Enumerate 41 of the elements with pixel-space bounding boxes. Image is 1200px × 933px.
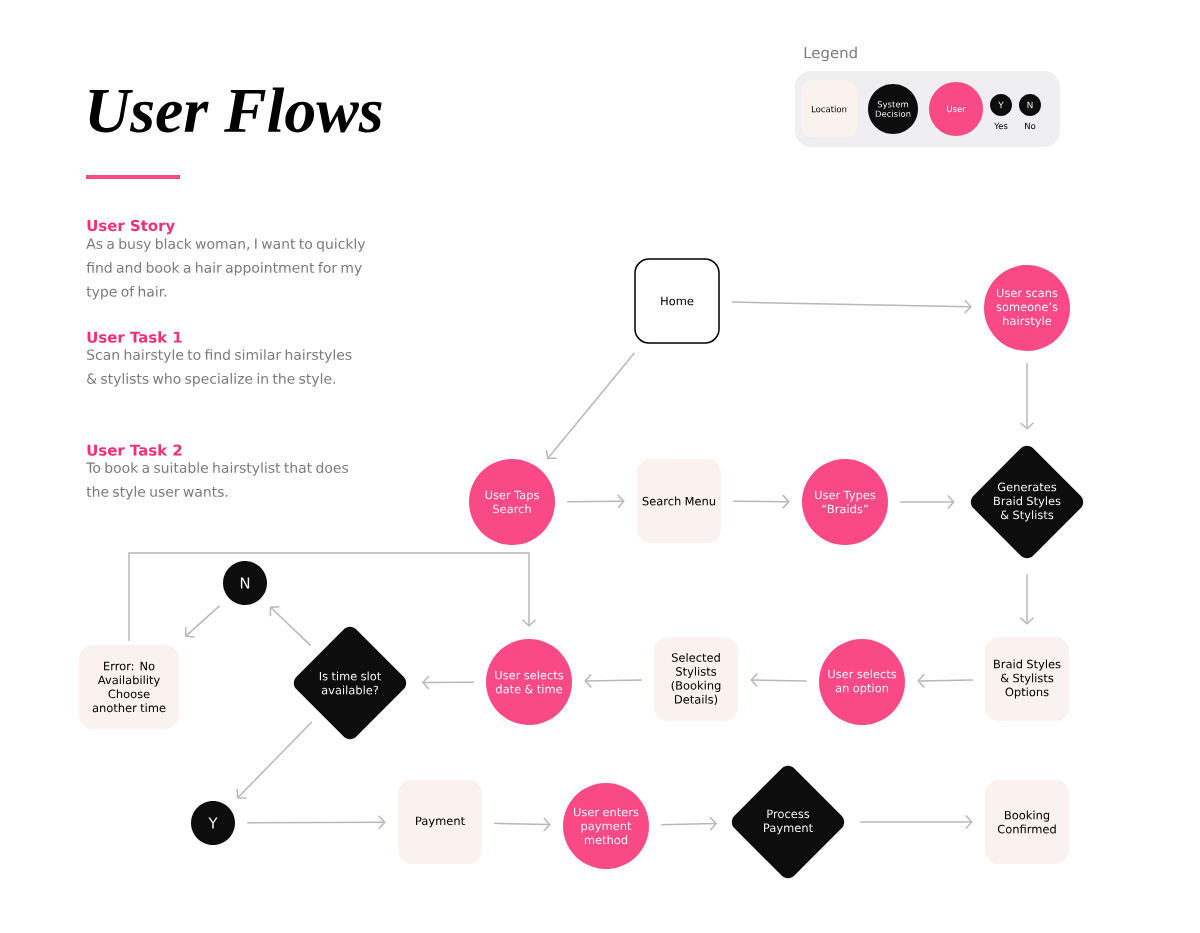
screen-box: Home: [634, 258, 720, 344]
arrow: [184, 605, 221, 638]
title: User Flows: [89, 87, 382, 133]
location-box: Selected Stylists (Booking Details): [654, 637, 738, 721]
section-heading: User Task 2: [87, 444, 182, 456]
arrow: [269, 605, 312, 647]
location-box: Error: No Availability Choose another time: [79, 645, 179, 729]
arrow: [584, 673, 643, 689]
arrow: [660, 816, 718, 831]
section-text: To book a suitable hairstylist that does the style user wants.: [86, 462, 349, 500]
arrow: [731, 299, 972, 314]
section-text: As a busy black woman, I want to quickly find and book a hair appointment for my type of hair.: [86, 238, 366, 300]
section-heading: User Story: [87, 219, 175, 235]
legend-letter: N: [1027, 101, 1033, 109]
location-box: Payment: [398, 780, 482, 864]
arrow: [750, 672, 808, 688]
arrow: [859, 814, 973, 830]
arrow: [566, 494, 625, 509]
arrow: [1019, 573, 1035, 625]
legend-text: System Decision: [875, 101, 911, 117]
legend-text: Location: [811, 105, 847, 113]
location-box: Braid Styles & Stylists Options: [985, 637, 1069, 721]
arrow: [421, 675, 475, 690]
legend-letter: Y: [998, 101, 1004, 109]
arrow: [128, 552, 537, 642]
arrow: [1019, 362, 1035, 430]
arrow: [545, 352, 636, 460]
arrow: [899, 494, 955, 510]
arrow: [732, 494, 790, 509]
legend-text: Yes: [994, 122, 1008, 130]
legend-heading: Legend: [804, 46, 857, 62]
arrow: [493, 817, 551, 832]
arrow: [236, 721, 313, 799]
section-heading: User Task 1: [87, 331, 182, 343]
legend-text: User: [947, 105, 966, 113]
arrow: [246, 815, 386, 830]
location-box: Search Menu: [637, 459, 721, 543]
arrow: [917, 673, 974, 689]
legend-text: No: [1025, 122, 1036, 130]
section-text: Scan hairstyle to find similar hairstyles & stylists who specialize in the style.: [87, 349, 352, 387]
location-box: Booking Confirmed: [985, 780, 1069, 864]
